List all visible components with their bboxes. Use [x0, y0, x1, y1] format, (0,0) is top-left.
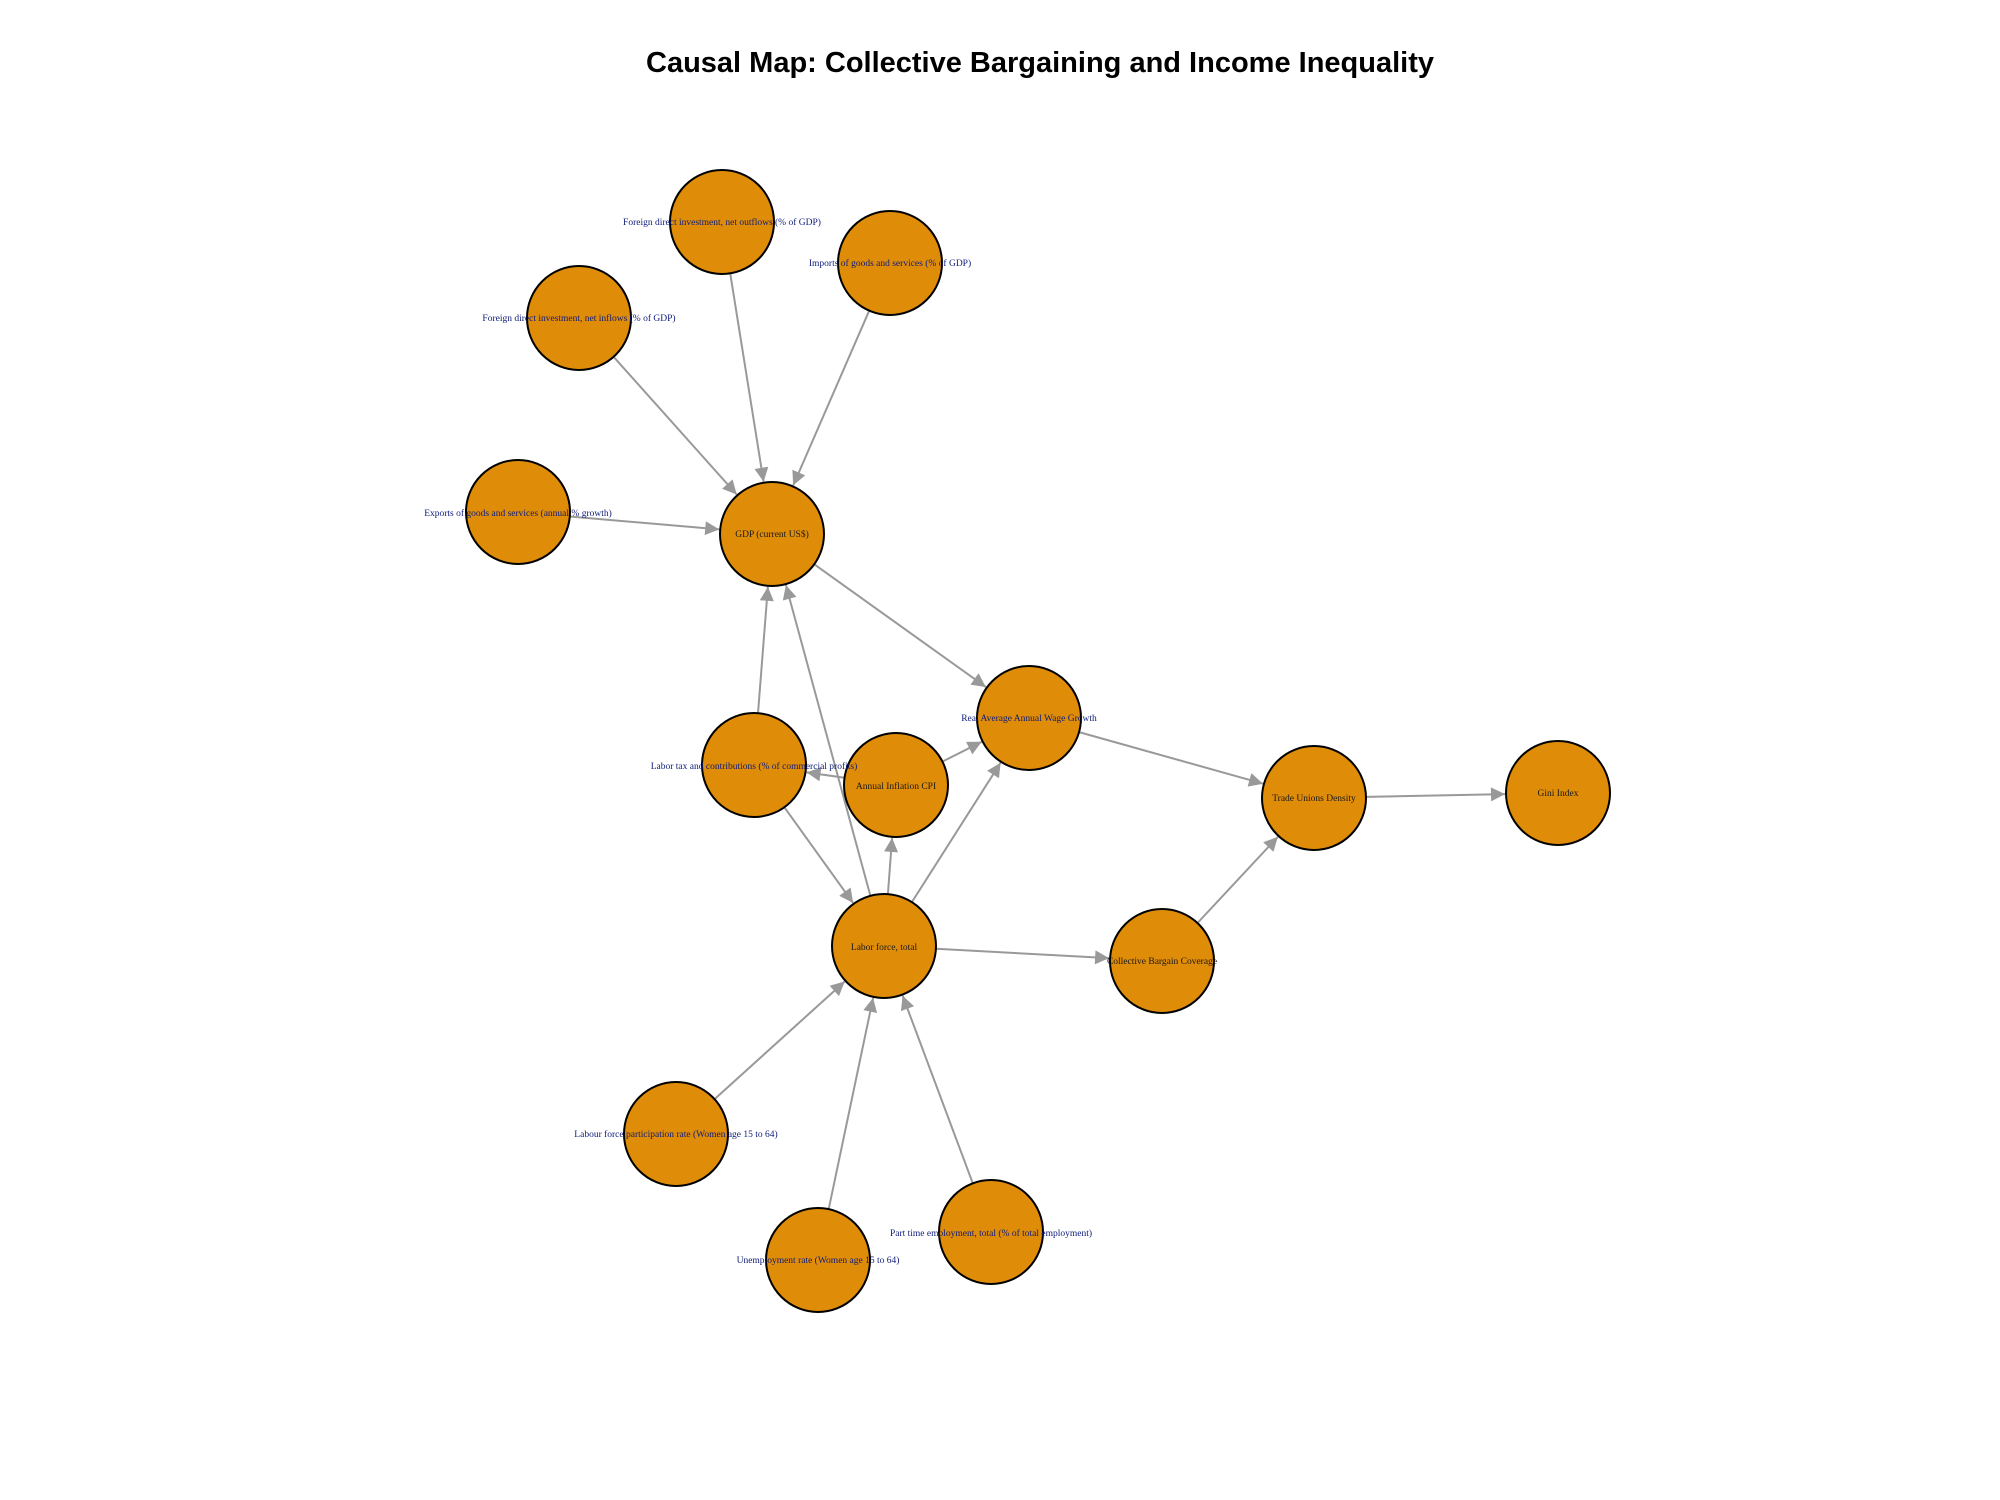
edge-labortax-to-laborforce	[783, 806, 854, 904]
node-cbc[interactable]	[1109, 908, 1215, 1014]
edge-laborforce-to-inflation	[884, 837, 899, 895]
edges-layer	[569, 273, 1506, 1210]
edge-fdi_out-to-gdp	[729, 273, 769, 482]
edge-inflation-to-wage	[941, 740, 983, 763]
nodes-layer	[465, 169, 1611, 1313]
edge-laborforce-to-wage	[911, 762, 1002, 903]
node-label-cbc: Collective Bargain Coverage	[1107, 957, 1217, 967]
node-inflation[interactable]	[843, 732, 949, 838]
node-label-imports: Imports of goods and services (% of GDP)	[809, 258, 971, 269]
node-lfpr[interactable]	[623, 1081, 729, 1187]
node-label-fdi_in: Foreign direct investment, net inflows (…	[482, 313, 675, 324]
edge-tud-to-gini	[1365, 787, 1506, 802]
node-label-gdp: GDP (current US$)	[735, 529, 809, 540]
node-tud[interactable]	[1261, 745, 1367, 851]
node-label-inflation: Annual Inflation CPI	[856, 781, 936, 792]
node-label-gini: Gini Index	[1538, 789, 1579, 799]
node-exports[interactable]	[465, 459, 571, 565]
node-unemp[interactable]	[765, 1207, 871, 1313]
node-gini[interactable]	[1505, 740, 1611, 846]
edge-parttime-to-laborforce	[900, 995, 974, 1184]
node-label-parttime: Part time employment, total (% of total …	[890, 1228, 1092, 1239]
edge-unemp-to-laborforce	[827, 997, 878, 1210]
node-imports[interactable]	[837, 210, 943, 316]
edge-wage-to-tud	[1078, 731, 1264, 787]
node-fdi_in[interactable]	[526, 265, 632, 371]
node-label-tud: Trade Unions Density	[1272, 794, 1356, 804]
node-fdi_out[interactable]	[669, 169, 775, 275]
node-wage[interactable]	[976, 665, 1082, 771]
edge-laborforce-to-gdp	[782, 584, 872, 897]
labels-layer: Foreign direct investment, net outflows …	[424, 217, 1578, 1266]
node-label-lfpr: Labour force participation rate (Women a…	[574, 1129, 777, 1140]
edge-fdi_in-to-gdp	[612, 356, 738, 496]
edge-cbc-to-tud	[1196, 836, 1279, 924]
edge-laborforce-to-cbc	[935, 947, 1110, 965]
node-label-laborforce: Labor force, total	[851, 942, 918, 953]
node-gdp[interactable]	[719, 481, 825, 587]
node-parttime[interactable]	[938, 1179, 1044, 1285]
node-label-wage: Real Average Annual Wage Growth	[961, 714, 1097, 724]
node-label-unemp: Unemployment rate (Women age 15 to 64)	[737, 1255, 900, 1266]
edge-imports-to-gdp	[792, 310, 871, 486]
node-labortax[interactable]	[701, 712, 807, 818]
edge-inflation-to-labortax	[806, 767, 845, 782]
node-laborforce[interactable]	[831, 893, 937, 999]
node-label-fdi_out: Foreign direct investment, net outflows …	[623, 217, 821, 228]
edge-gdp-to-wage	[813, 563, 987, 688]
edge-exports-to-gdp	[569, 515, 720, 536]
node-label-exports: Exports of goods and services (annual % …	[424, 508, 612, 519]
edge-lfpr-to-laborforce	[713, 980, 846, 1100]
edge-labortax-to-gdp	[757, 586, 774, 714]
diagram-title: Causal Map: Collective Bargaining and In…	[646, 47, 1434, 79]
node-label-labortax: Labor tax and contributions (% of commer…	[651, 761, 858, 772]
